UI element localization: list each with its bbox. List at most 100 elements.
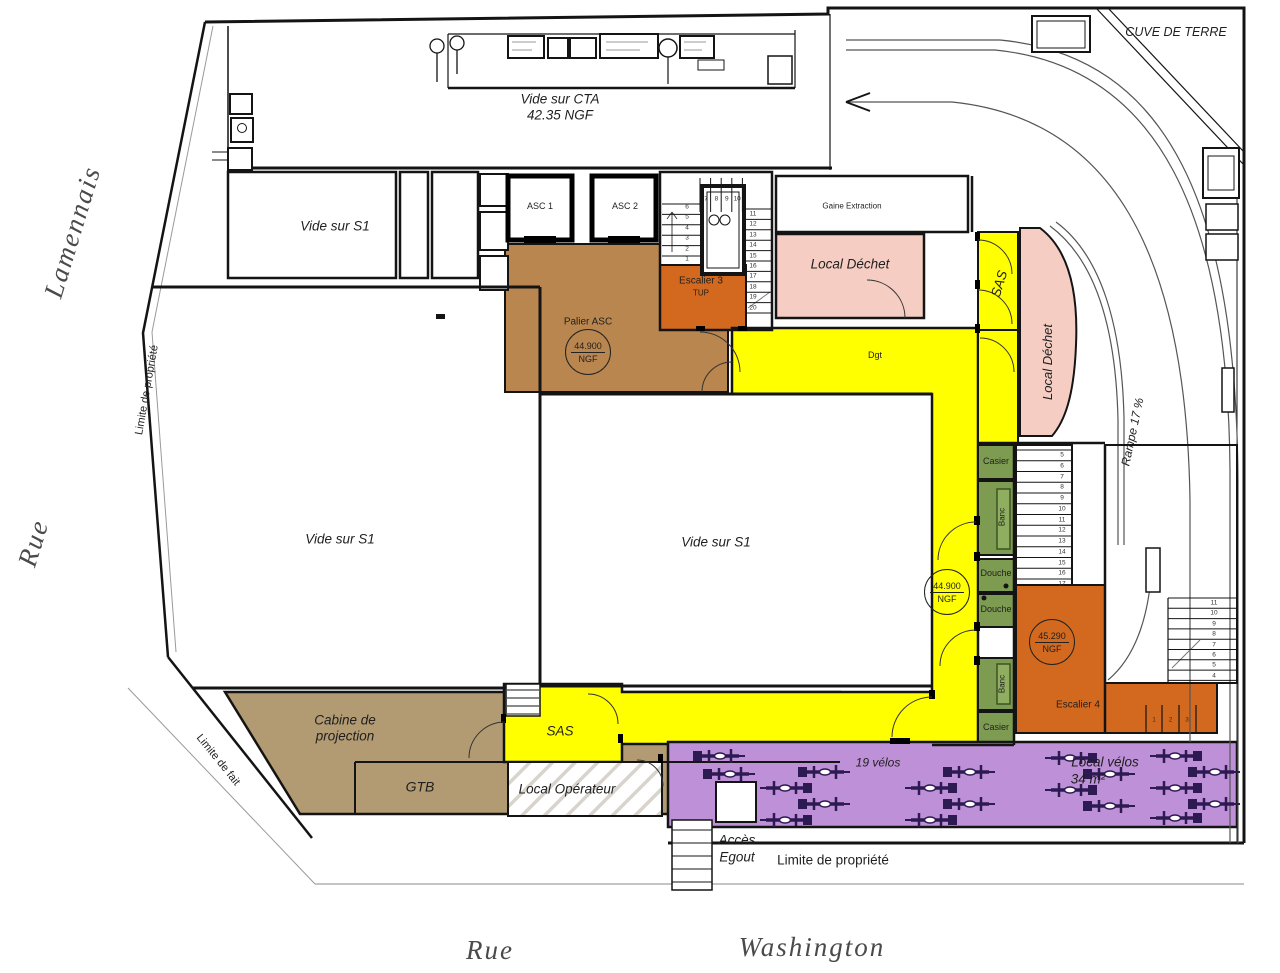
room-label-banc-bottom: Banc <box>997 674 1007 694</box>
door-arcs <box>468 239 1015 787</box>
room-level-vide-cta: 42.35 NGF <box>526 107 594 123</box>
level-unit: NGF <box>1042 643 1062 654</box>
room-label-douche-2: Douche <box>980 604 1012 615</box>
bike-icon <box>1150 781 1202 795</box>
stair-number: 1 <box>1152 716 1156 724</box>
room-label-gtb: GTB <box>405 778 435 795</box>
boundary-label-bottom: Limite de propriété <box>777 852 889 868</box>
bike-icon <box>693 749 745 763</box>
stair-number: 8 <box>1212 630 1216 638</box>
stair-number: 16 <box>749 262 757 270</box>
bench-bottom <box>996 663 1011 705</box>
main-walls <box>153 176 1107 747</box>
stair-number: 10 <box>1210 609 1218 617</box>
room-label-gaine-extraction: Gaine Extraction <box>822 201 882 211</box>
room-label-casier-top: Casier <box>982 456 1010 467</box>
escalier3-symbol <box>719 214 731 226</box>
stair-break-line <box>747 291 771 309</box>
stair-number: 1 <box>685 255 689 263</box>
room-gaine-extraction <box>774 174 970 234</box>
stair-number: 11 <box>749 210 757 218</box>
stair-number: 5 <box>1060 451 1064 459</box>
stair-number: 17 <box>1058 580 1066 588</box>
stair-number: 11 <box>1058 516 1066 523</box>
label-acces-egout-2: Egout <box>719 849 755 865</box>
bike-icon <box>1188 797 1240 811</box>
stair-number: 4 <box>1212 672 1216 680</box>
room-label-local-velos: Local vélos <box>1071 754 1139 770</box>
elevator-asc1 <box>505 173 575 243</box>
escalier3-shaft-inner <box>706 191 740 269</box>
bike-icon <box>943 765 995 779</box>
property-boundary <box>204 6 1246 843</box>
stair-number: 6 <box>1212 651 1216 659</box>
stair-number: 19 <box>749 293 757 301</box>
label-acces-egout-1: Accès <box>718 832 756 848</box>
stair-number: 16 <box>1058 569 1066 577</box>
level-stamp-escalier4: 45.290 NGF <box>1029 619 1075 665</box>
room-label-palier-asc: Palier ASC <box>563 316 613 328</box>
bike-icon <box>1045 783 1097 797</box>
stair-number: 14 <box>1058 548 1066 556</box>
stair-number: 11 <box>1210 599 1218 607</box>
stair-number: 17 <box>749 272 757 280</box>
boundary-offset-line <box>151 25 214 653</box>
asc2-door-sill <box>608 236 640 243</box>
limite-de-fait-line <box>167 656 313 839</box>
room-label-banc-top: Banc <box>997 507 1007 527</box>
stair-number: 10 <box>1058 505 1066 513</box>
stair-treads <box>507 178 1237 883</box>
bike-icon <box>798 765 850 779</box>
stair-number: 9 <box>1212 620 1216 628</box>
shaft-1 <box>398 170 430 280</box>
stair-number: 7 <box>704 195 708 203</box>
stair-number: 18 <box>749 283 757 291</box>
bike-icon <box>1083 799 1135 813</box>
level-value: 44.900 <box>571 341 605 353</box>
room-label-escalier3: Escalier 3 <box>679 275 723 287</box>
stair-number: 3 <box>685 234 689 242</box>
stair-number: 20 <box>749 304 757 312</box>
stair-number: 6 <box>1060 462 1064 470</box>
room-vide-s1-top <box>226 170 398 280</box>
bike-icon <box>1083 767 1135 781</box>
bike-icon <box>943 797 995 811</box>
stair-number: 2 <box>685 245 689 253</box>
level-unit: NGF <box>578 353 598 364</box>
stair-number: 9 <box>1060 494 1064 502</box>
bike-icon <box>905 813 957 827</box>
room-label-casier-bottom: Casier <box>982 722 1010 733</box>
zone-label-cuve-de-terre: CUVE DE TERRE <box>1125 25 1227 40</box>
zone-local-operateur <box>507 761 663 817</box>
stairwell-post <box>1145 547 1161 593</box>
stair-number: 8 <box>714 195 719 203</box>
room-label-local-dechet-top: Local Déchet <box>810 256 890 272</box>
room-label-vide-s1-center: Vide sur S1 <box>681 534 751 550</box>
right-edge-boxes <box>1202 147 1240 413</box>
street-name-washington: Washington <box>738 932 886 963</box>
zone-lockers-showers <box>977 444 1015 746</box>
bike-icon <box>703 767 755 781</box>
sas-small-stair <box>505 683 541 717</box>
stair-number: 3 <box>1185 716 1189 724</box>
level-value: 44.900 <box>930 581 964 593</box>
stair-number: 7 <box>1212 641 1216 649</box>
stair-break-line <box>1171 639 1201 669</box>
cuve-equipment-box <box>1031 15 1091 53</box>
room-label-local-velos-area: 34 m² <box>1070 771 1106 787</box>
bike-icon <box>1188 765 1240 779</box>
room-label-escalier3-tup: TUP <box>693 288 709 298</box>
bike-icon <box>760 781 812 795</box>
level-stamp-corridor: 44.900 NGF <box>924 569 970 615</box>
equipment-label-marks <box>512 41 706 51</box>
bike-icon <box>1150 749 1202 763</box>
room-label-douche-1: Douche <box>980 568 1012 579</box>
door-jambs <box>436 232 980 763</box>
bike-icon <box>1045 751 1097 765</box>
room-label-cabine-1: Cabine de <box>314 712 376 728</box>
room-label-vide-cta: Vide sur CTA <box>520 91 600 107</box>
stair-number: 4 <box>685 224 689 232</box>
cta-equipment-shelf <box>447 30 796 90</box>
bike-icon <box>760 813 812 827</box>
